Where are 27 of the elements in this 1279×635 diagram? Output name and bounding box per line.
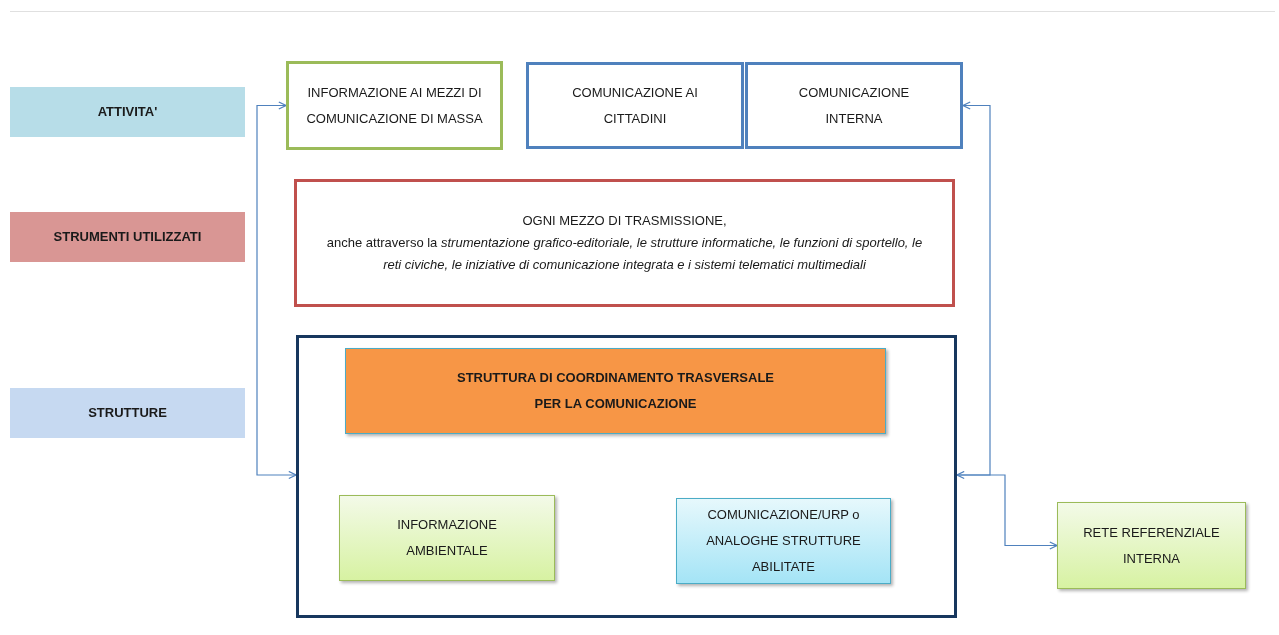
box-text: INFORMAZIONE AMBIENTALE: [396, 516, 498, 560]
box-text: STRUTTURA DI COORDINAMENTO TRASVERSALE PER LA COMUNICAZIONE: [456, 369, 775, 413]
activity-box: [526, 62, 744, 149]
coordination-box: [345, 348, 886, 434]
box-text: anche attraverso la strumentazione grafico-editoriale, le strutture informatiche, le funzioni di sportello, le reti civiche, le iniziative di comunicazione integrata e i sistemi telematici multimediali: [325, 234, 924, 274]
box-text: COMUNICAZIONE AI CITTADINI: [571, 83, 699, 128]
structures-container: [296, 335, 957, 618]
box-text: RETE REFERENZIALE INTERNA: [1082, 523, 1221, 568]
box-text: COMUNICAZIONE/URP o ANALOGHE STRUTTURE ABILITATE: [705, 506, 862, 576]
category-band: [10, 87, 245, 137]
box-text: OGNI MEZZO DI TRASMISSIONE,: [522, 212, 727, 230]
box-text: STRUTTURE: [88, 404, 167, 422]
network-box: [1057, 502, 1246, 589]
structure-box: [339, 495, 555, 581]
structure-box: [676, 498, 891, 584]
connector-arrow: [956, 101, 991, 480]
category-band: [10, 212, 245, 262]
box-text: INFORMAZIONE AI MEZZI DI COMUNICAZIONE DI MASSA: [305, 83, 484, 128]
box-text: COMUNICAZIONE INTERNA: [797, 83, 911, 128]
connector-arrow: [256, 101, 297, 480]
box-text: STRUMENTI UTILIZZATI: [53, 228, 202, 246]
category-band: [10, 388, 245, 438]
box-text: ATTIVITA': [97, 103, 158, 121]
activity-box: [286, 61, 503, 150]
connector-arrow: [956, 474, 1058, 550]
activity-box: [745, 62, 963, 149]
tools-box: [294, 179, 955, 307]
